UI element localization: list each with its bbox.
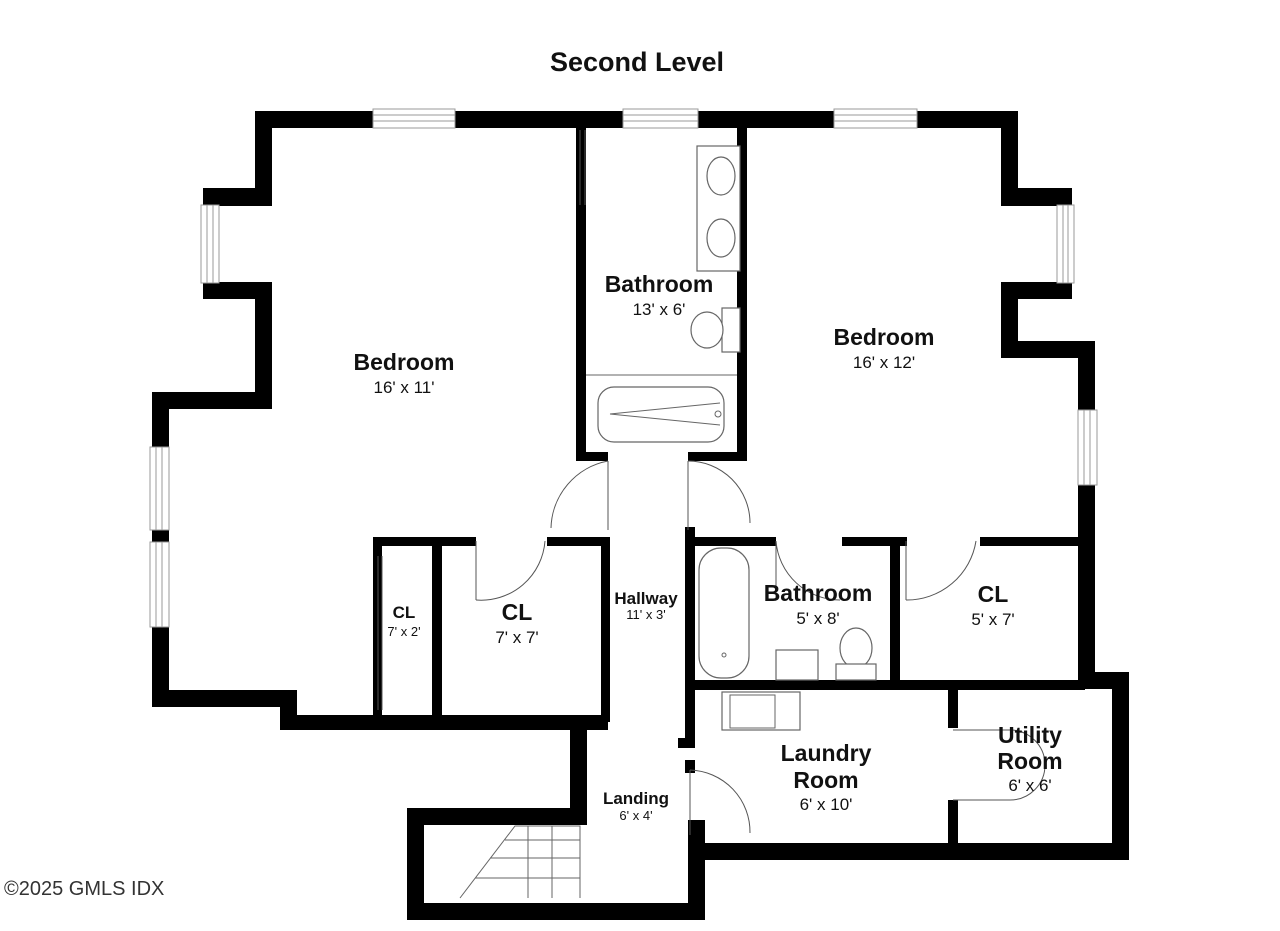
bathroom-top-dims: 13' x 6' [633,300,686,319]
bathroom-mid-name: Bathroom [764,580,873,606]
cl-small-name: CL [393,603,416,622]
cl-left-name: CL [502,599,533,625]
landing-dims: 6' x 4' [619,808,652,823]
windows [149,108,1098,628]
bathroom-mid-dims: 5' x 8' [796,609,839,628]
laundry-name-line2: Room [793,767,858,793]
utility-name-line2: Room [997,748,1062,774]
bedroom-left-name: Bedroom [354,349,455,375]
bedroom-right-dims: 16' x 12' [853,353,915,372]
utility-dims: 6' x 6' [1008,776,1051,795]
cl-right-name: CL [978,581,1009,607]
utility-name-line1: Utility [998,722,1062,748]
laundry-dims: 6' x 10' [800,795,853,814]
landing-name: Landing [603,789,669,808]
hallway-dims: 11' x 3' [626,607,665,622]
bedroom-right-name: Bedroom [834,324,935,350]
doors [377,130,1046,835]
interior-walls [373,128,1085,850]
hallway-name: Hallway [614,589,678,608]
cl-right-dims: 5' x 7' [971,610,1014,629]
cl-left-dims: 7' x 7' [495,628,538,647]
plan-title: Second Level [550,47,724,77]
laundry-name-line1: Laundry [781,740,872,766]
fixtures [459,145,877,899]
copyright-text: ©2025 GMLS IDX [4,878,164,900]
cl-small-dims: 7' x 2' [387,624,420,639]
bedroom-left-dims: 16' x 11' [374,378,435,397]
bathroom-top-name: Bathroom [605,271,714,297]
